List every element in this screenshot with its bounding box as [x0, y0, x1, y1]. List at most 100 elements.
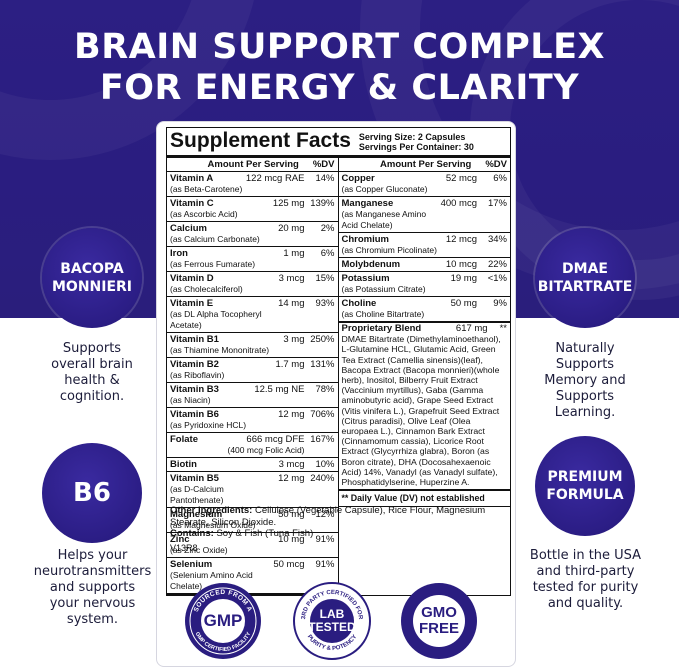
nutrient-dv: 34%	[487, 234, 507, 245]
page-title-line1: BRAIN SUPPORT COMPLEX	[74, 27, 605, 67]
nutrient-name-cell: Vitamin B3(as Niacin)	[170, 384, 219, 406]
nutrient-dv: 240%	[310, 473, 335, 484]
nutrient-name: Manganese	[341, 198, 394, 209]
nutrient-dv: 15%	[315, 273, 335, 284]
feature-label-bacopa: BACOPA MONNIERI	[51, 261, 133, 295]
nutrient-name: Calcium	[170, 223, 207, 234]
nutrient-dv: 131%	[310, 359, 335, 370]
nutrient-name: Choline	[341, 298, 377, 309]
nutrient-amount-cell: 10 mg	[278, 534, 304, 556]
facts-header: Supplement Facts Serving Size: 2 Capsule…	[167, 128, 510, 158]
feature-caption-bacopa: Supports overall brain health & cognitio…	[51, 341, 133, 404]
nutrient-amount: 10 mg	[278, 534, 305, 545]
nutrient-amount: 50 mg	[450, 298, 477, 309]
nutrient-amount-cell: 50 mcg	[273, 559, 304, 592]
nutrient-name: Selenium	[170, 559, 213, 570]
nutrient-row: Vitamin E(as DL Alpha Tocopheryl Acetate…	[167, 297, 338, 333]
nutrient-row: Potassium(as Potassium Citrate)19 mg<1%	[338, 272, 510, 297]
nutrient-name: Folate	[170, 434, 198, 445]
nutrient-dv: 91%	[315, 559, 335, 570]
nutrient-amount: 12.5 mg NE	[254, 384, 305, 395]
nutrient-name-cell: Selenium(Selenium Amino Acid Chelate)	[170, 559, 273, 592]
nutrient-amount: 52 mcg	[445, 173, 477, 184]
nutrient-dv: 12%	[315, 509, 335, 520]
nutrient-source: (as Magnesium Oxide)	[170, 520, 256, 530]
nutrient-amount: 12 mg	[278, 409, 305, 420]
nutrient-dv: 14%	[315, 173, 335, 184]
nutrient-values: 666 mcg DFE(400 mcg Folic Acid) 167%	[228, 434, 335, 456]
nutrient-name: Vitamin B6	[170, 409, 219, 420]
ingredients-label: Other Ingredients:	[170, 505, 253, 516]
nutrient-source: (Selenium Amino Acid Chelate)	[170, 570, 253, 591]
nutrient-name-cell: Magnesium(as Magnesium Oxide)	[170, 509, 256, 531]
nutrient-name-cell: Vitamin B5(as D-Calcium Pantothenate)	[170, 473, 278, 506]
nutrient-dv: 250%	[310, 334, 335, 345]
nutrient-amount-cell: 3 mcg	[279, 273, 305, 295]
feature-caption-b6: Helps your neurotransmitters and support…	[33, 548, 152, 627]
proprietary-blend: Proprietary Blend 617 mg ** DMAE Bitartr…	[338, 323, 510, 492]
nutrient-values: 19 mg<1%	[451, 273, 507, 295]
nutrient-amount-cell: 400 mcg	[441, 198, 477, 231]
nutrient-source: (as Ferrous Fumarate)	[170, 259, 256, 269]
contains-text: Soy & Fish (Tuna Fish)	[216, 528, 314, 539]
nutrient-source: (as Chromium Picolinate)	[341, 245, 437, 255]
nutrient-amount: 122 mcg RAE	[245, 173, 305, 184]
nutrient-name: Vitamin B2	[170, 359, 219, 370]
nutrient-amount-detail: (400 mcg Folic Acid)	[227, 445, 305, 455]
nutrient-dv: 78%	[315, 384, 335, 395]
feature-circle-bacopa: BACOPA MONNIERI	[42, 228, 142, 328]
amount-per-serving-header: Amount Per Serving	[207, 159, 299, 170]
nutrient-name-cell: Biotin	[170, 459, 197, 470]
column-header: Amount Per Serving %DV	[338, 158, 510, 172]
nutrient-name-cell: Vitamin B1(as Thiamine Mononitrate)	[170, 334, 269, 356]
nutrient-amount-cell: 666 mcg DFE(400 mcg Folic Acid)	[228, 434, 305, 456]
nutrient-dv: 93%	[315, 298, 335, 309]
nutrient-amount: 666 mcg DFE	[246, 434, 305, 445]
nutrient-amount: 1 mg	[283, 248, 305, 259]
feature-circle-premium: PREMIUM FORMULA	[535, 436, 635, 536]
nutrient-name-cell: Zinc(as Zinc Oxide)	[170, 534, 228, 556]
nutrient-amount: 1.7 mg	[275, 359, 305, 370]
serving-info: Serving Size: 2 Capsules Servings Per Co…	[359, 132, 474, 152]
nutrient-name: Vitamin B5	[170, 473, 219, 484]
blend-ingredients: DMAE Bitartrate (Dimethylaminoethanol), …	[341, 334, 501, 488]
nutrient-name-cell: Calcium(as Calcium Carbonate)	[170, 223, 260, 245]
nutrient-amount: 400 mcg	[440, 198, 477, 209]
nutrient-name-cell: Folate	[170, 434, 198, 456]
nutrient-amount: 19 mg	[450, 273, 477, 284]
supplement-facts-table: Supplement Facts Serving Size: 2 Capsule…	[166, 127, 511, 596]
nutrient-source: (as Choline Bitartrate)	[341, 309, 425, 319]
nutrient-amount-cell: 1 mg	[283, 248, 304, 270]
feature-circle-dmae: DMAE BITARTRATE	[535, 228, 635, 328]
nutrient-row: Vitamin B1(as Thiamine Mononitrate) 3 mg 2…	[167, 333, 338, 358]
nutrient-amount-cell: 52 mcg	[446, 173, 477, 195]
product-code: V13R8	[170, 542, 198, 553]
nutrient-amount-cell: 3 mg	[283, 334, 304, 356]
nutrient-dv: 167%	[310, 434, 335, 445]
nutrient-row: Vitamin B5(as D-Calcium Pantothenate)12 …	[167, 472, 338, 508]
nutrient-row: Folate 666 mcg DFE(400 mcg Folic Acid) 167…	[167, 433, 338, 458]
nutrient-amount-cell: 50 mg	[451, 298, 477, 320]
nutrient-name: Vitamin E	[170, 298, 214, 309]
nutrient-dv: 139%	[310, 198, 335, 209]
nutrient-name: Iron	[170, 248, 188, 259]
nutrient-name-cell: Manganese(as Manganese Amino Acid Chelat…	[342, 198, 441, 231]
facts-column-right: Amount Per Serving %DV Copper(as Copper …	[338, 158, 510, 595]
nutrient-amount: 3 mcg	[278, 459, 305, 470]
nutrient-dv: 22%	[487, 259, 507, 270]
